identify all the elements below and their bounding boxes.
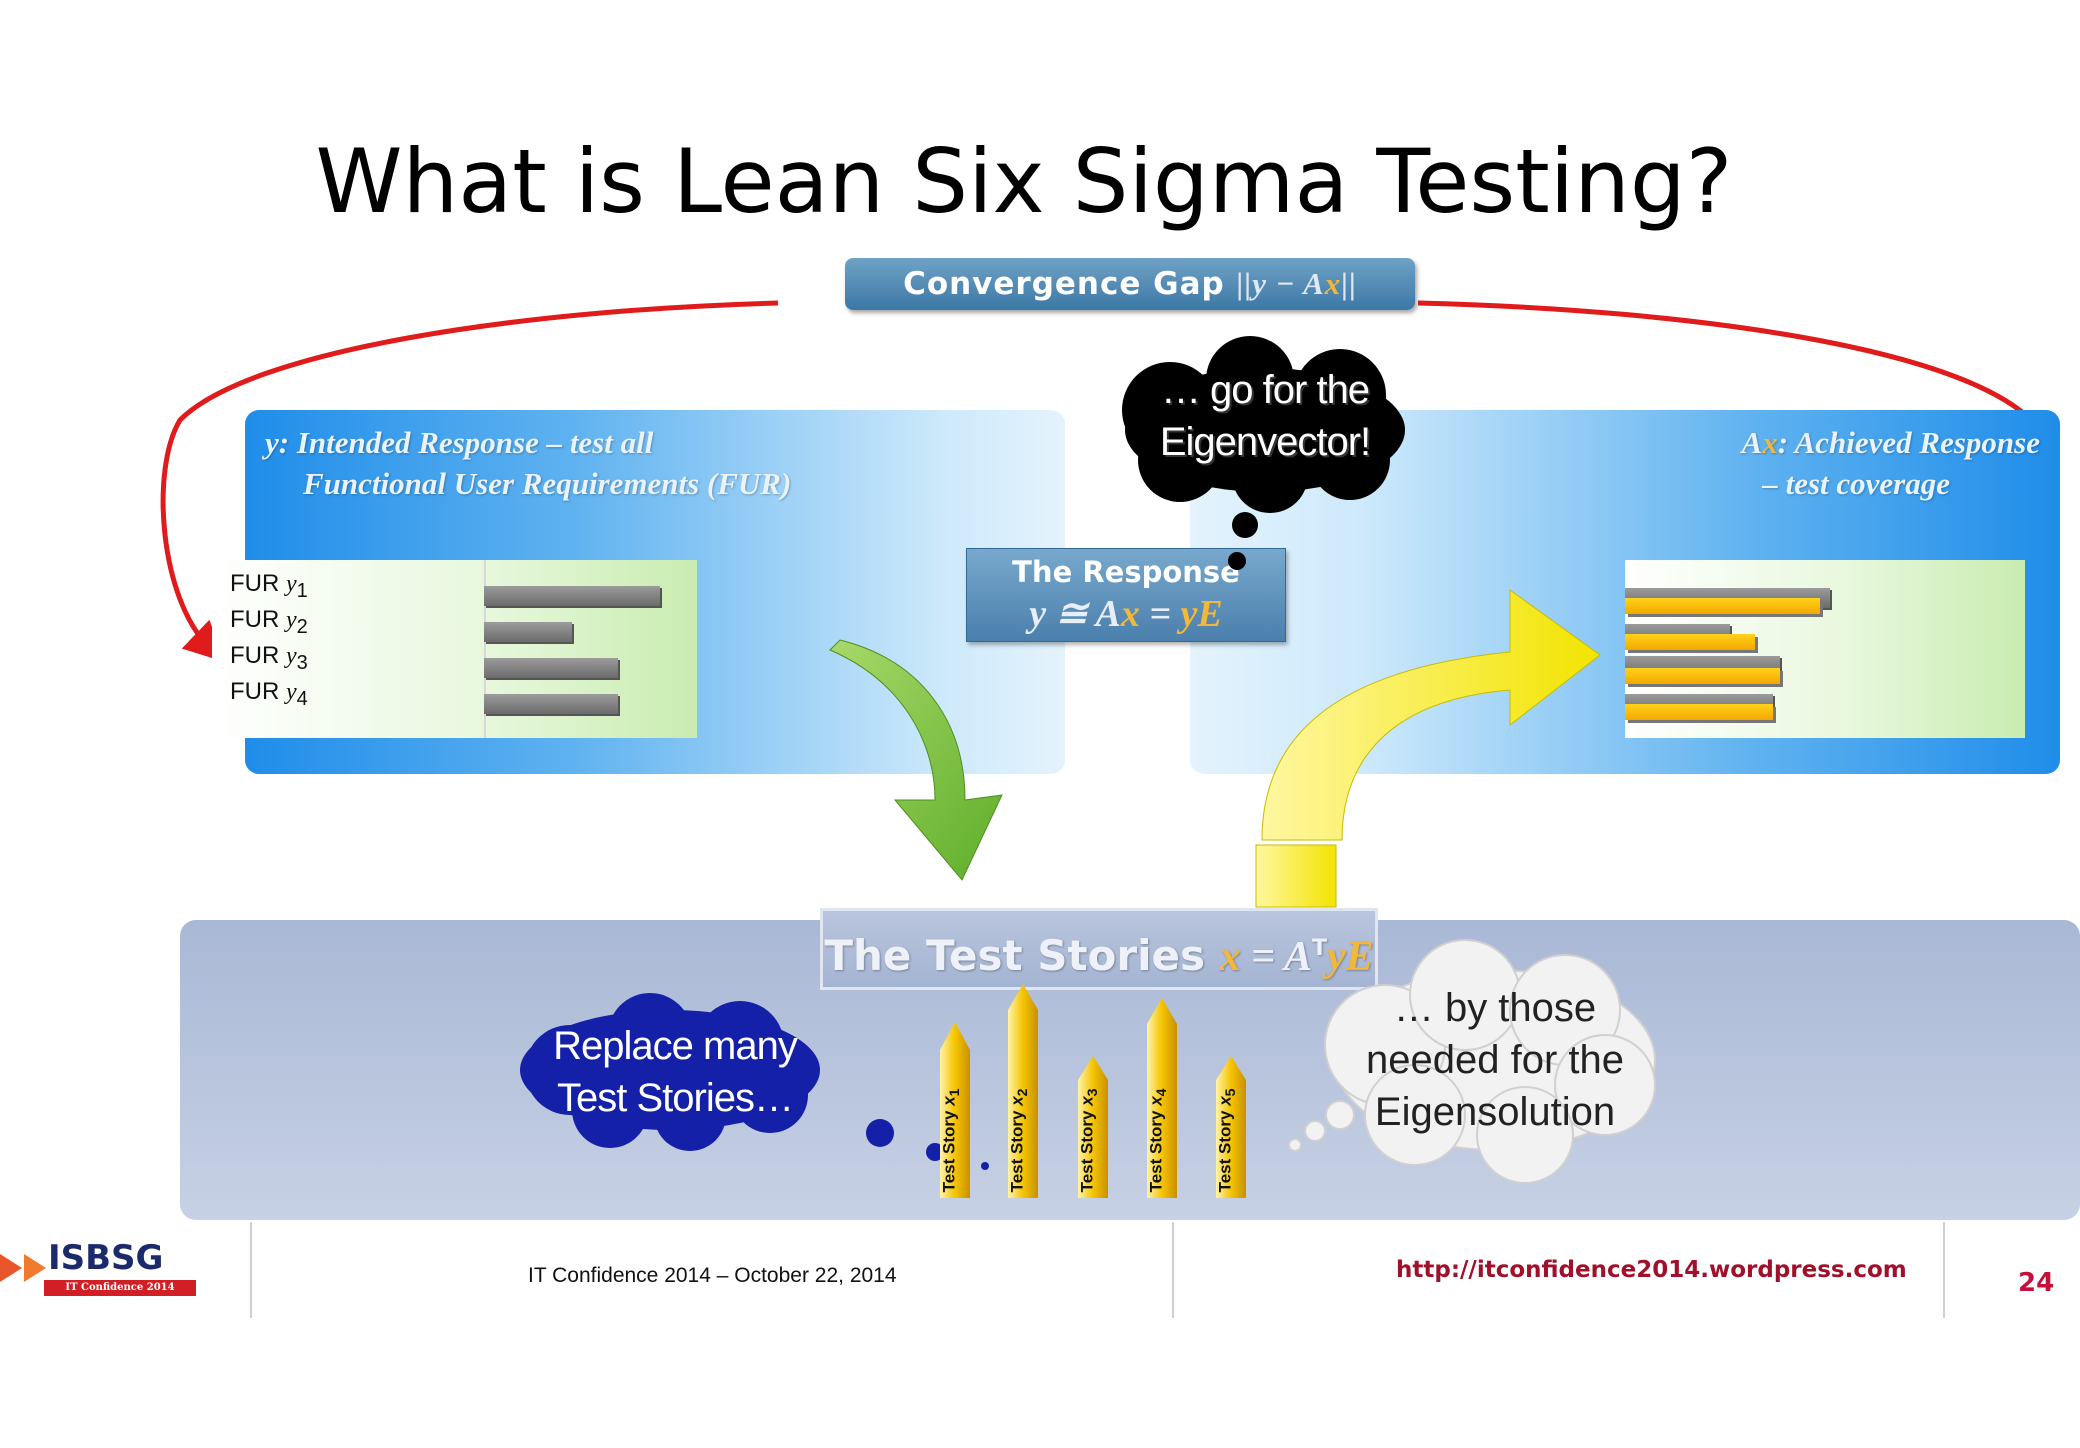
footer-divider-1: [250, 1222, 252, 1318]
page-number: 24: [2018, 1268, 2055, 1298]
footer-divider-3: [1943, 1222, 1945, 1318]
logo-arrows-icon: [0, 1254, 46, 1282]
response-formula: y ≅ Ax = yE: [1029, 593, 1223, 635]
bar-axis: [484, 560, 486, 738]
grey-thought-cloud: [1288, 939, 1656, 1184]
coverage-bar-2: [1625, 634, 1755, 650]
fur-label-2: FUR y2: [230, 606, 308, 638]
response-heading: The Response: [1012, 555, 1240, 589]
pillar-2: [1008, 984, 1038, 1198]
replace-cloud-text: Replace many Test Stories…: [553, 1024, 798, 1120]
pillar-1: [940, 1022, 970, 1198]
footer-event: IT Confidence 2014 – October 22, 2014: [528, 1264, 897, 1287]
fur-bar-4: [484, 694, 618, 714]
achieved-response-text: Ax: Achieved Response – test coverage: [1741, 425, 2041, 501]
test-stories-box: The Test Stories x = ATyE: [820, 908, 1378, 990]
pillar-5: [1216, 1056, 1246, 1198]
test-story-5: Test Story x5: [1215, 1088, 1239, 1192]
green-down-arrow: [829, 639, 1003, 881]
coverage-bar-4: [1625, 704, 1773, 720]
fur-label-3: FUR y3: [230, 642, 308, 674]
black-thought-cloud: [1122, 336, 1405, 538]
needed-cloud-text: … by those needed for the Eigensolution: [1366, 986, 1624, 1134]
gap-formula: ||y − Ax||: [1236, 266, 1357, 301]
isbsg-logo: ISBSG IT Confidence 2014: [0, 1238, 196, 1300]
fur-bar-1: [484, 586, 660, 606]
left-red-arrow: [160, 300, 779, 662]
coverage-bar-1: [1625, 598, 1820, 614]
footer-url[interactable]: http://itconfidence2014.wordpress.com: [1396, 1257, 1907, 1283]
fur-label-4: FUR y4: [230, 678, 308, 710]
test-story-2: Test Story x2: [1007, 1088, 1031, 1192]
convergence-gap-label: Convergence Gap: [903, 266, 1225, 302]
fur-label-1: FUR y1: [230, 570, 308, 602]
fur-bar-3: [484, 658, 618, 678]
coverage-bar-3: [1625, 668, 1780, 684]
yellow-arrow-stem: [1255, 844, 1337, 908]
eigenvector-cloud-text: … go for the Eigenvector!: [1159, 368, 1371, 464]
test-story-1: Test Story x1: [939, 1088, 963, 1192]
slide-title: What is Lean Six Sigma Testing?: [315, 130, 1733, 233]
convergence-gap-box: Convergence Gap ||y − Ax||: [845, 258, 1415, 310]
footer-divider-2: [1172, 1222, 1174, 1318]
pillar-4: [1147, 998, 1177, 1198]
test-story-4: Test Story x4: [1146, 1088, 1170, 1192]
cloud-dot: [1228, 552, 1246, 570]
test-story-3: Test Story x3: [1077, 1088, 1101, 1192]
blue-thought-cloud: [520, 993, 989, 1170]
yellow-up-arrow: [1261, 589, 1601, 841]
fur-bar-2: [484, 622, 572, 642]
intended-response-text: y: Intended Response – test all Function…: [265, 425, 792, 501]
pillar-3: [1078, 1056, 1108, 1198]
